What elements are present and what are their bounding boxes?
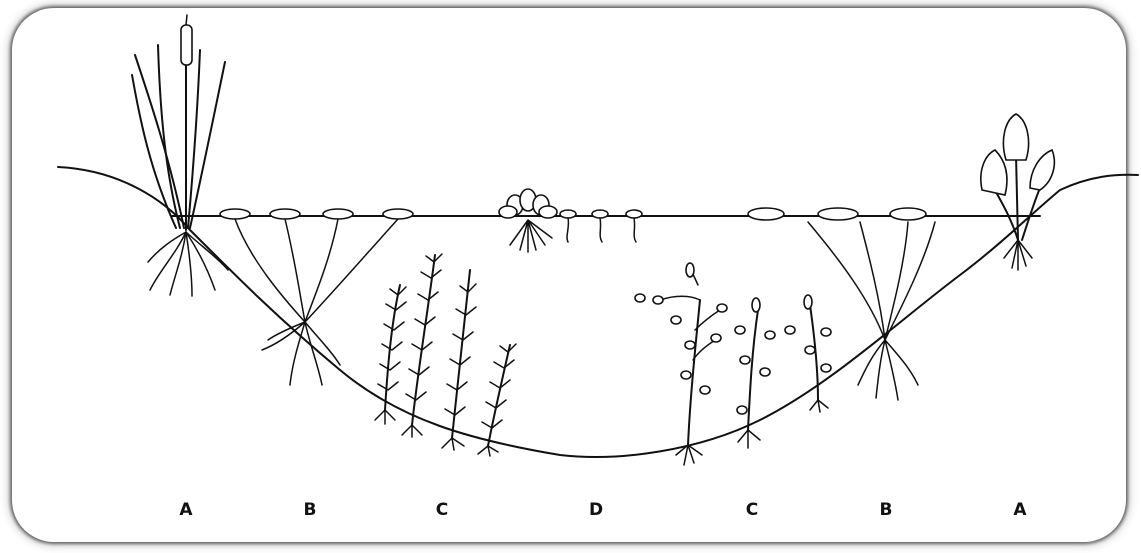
floating-leaf-icon [220,209,413,385]
zone-labels: A B C D C B A [179,500,1027,520]
pondweed-icon [635,263,831,465]
feathery-submerged-icon [375,254,516,456]
zone-label: A [179,500,193,520]
zone-label: D [589,500,603,520]
zone-label: A [1013,500,1027,520]
zone-label: C [436,500,448,520]
free-floating-icon [499,189,642,252]
zone-label: B [880,500,893,520]
floating-leaf-icon [748,208,935,400]
arrowhead-icon [981,114,1054,270]
zone-label: C [746,500,758,520]
zone-label: B [304,500,317,520]
